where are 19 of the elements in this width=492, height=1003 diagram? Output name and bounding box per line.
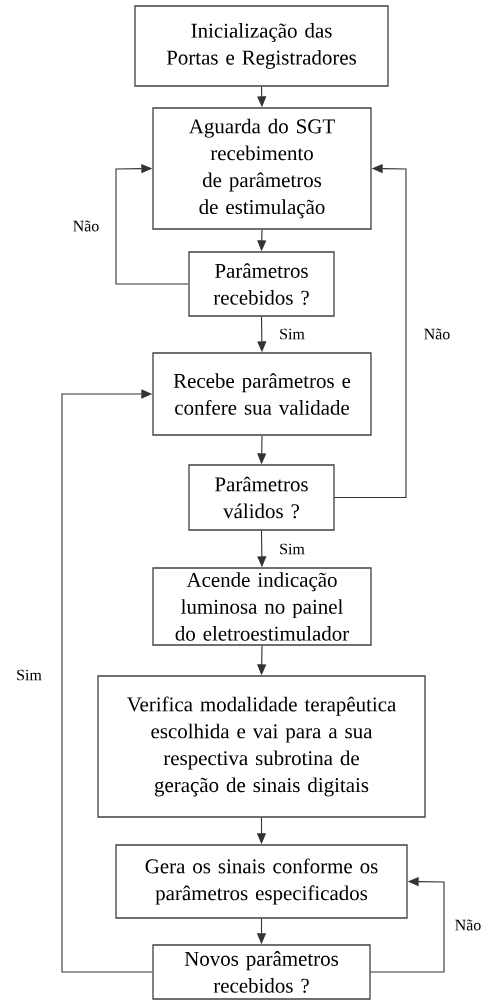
arrow bbox=[334, 164, 407, 499]
arrow bbox=[61, 389, 153, 973]
process-box: Verifica modalidade terapêutica escolhida e vai para a sua respectiva subrotina de geração de sinais digitais bbox=[97, 675, 426, 818]
process-box: Novos parâmetros recebidos ? bbox=[152, 944, 371, 1000]
process-box: Parâmetros recebidos ? bbox=[188, 251, 335, 317]
edge-label: Sim bbox=[15, 668, 43, 682]
process-box: Aguarda do SGT recebimento de parâmetros de estimulação bbox=[152, 107, 372, 230]
process-box: Inicialização das Portas e Registradores bbox=[134, 5, 389, 87]
edge-label: Não bbox=[71, 219, 101, 233]
edge-label: Sim bbox=[278, 542, 306, 556]
arrow bbox=[115, 164, 189, 285]
process-box: Acende indicação luminosa no painel do eletroestimulador bbox=[152, 567, 372, 646]
edge-label: Sim bbox=[278, 327, 306, 341]
arrow bbox=[370, 877, 445, 973]
process-box: Gera os sinais conforme os parâmetros especificados bbox=[115, 844, 408, 919]
edge-label: Não bbox=[453, 918, 483, 932]
edge-label: Não bbox=[422, 327, 452, 341]
process-box: Parâmetros válidos ? bbox=[188, 464, 335, 531]
process-box: Recebe parâmetros e confere sua validade bbox=[152, 352, 372, 436]
